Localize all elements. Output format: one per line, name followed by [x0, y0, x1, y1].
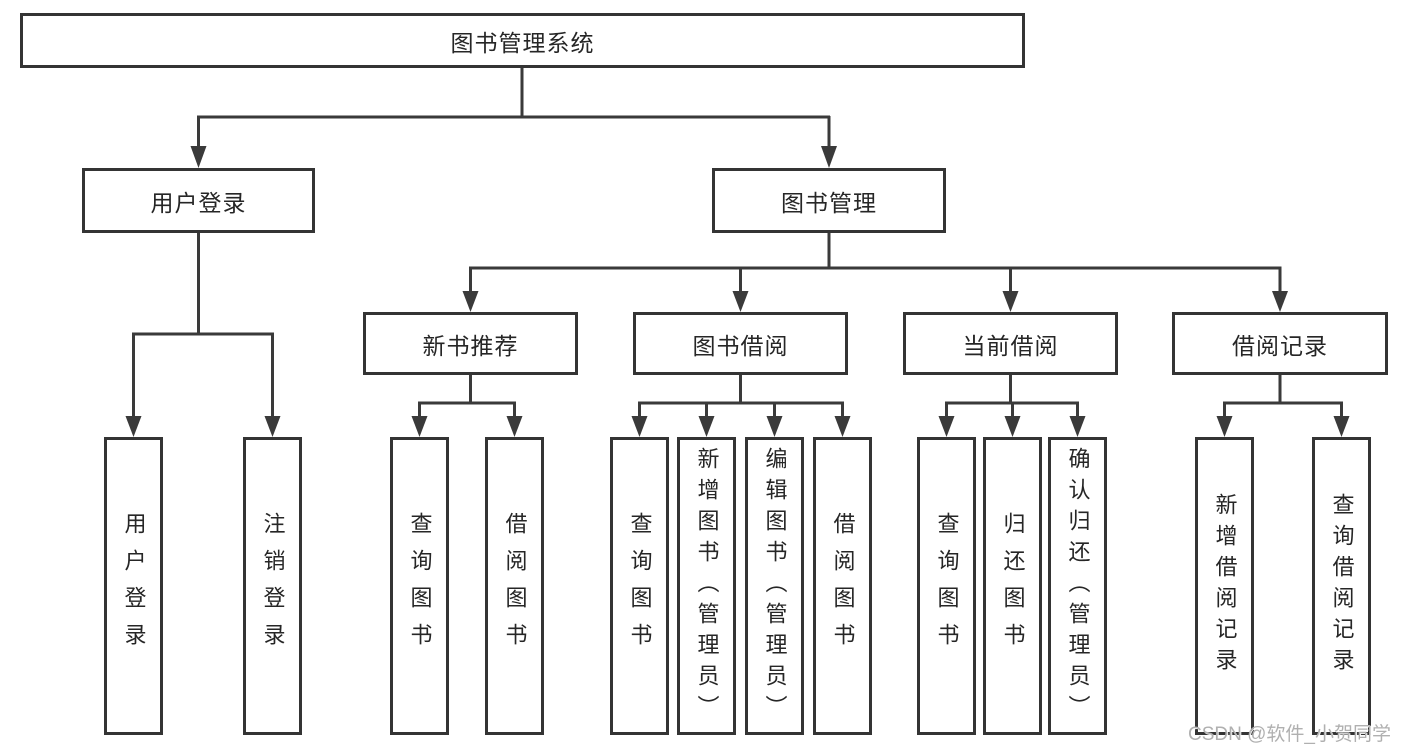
- node-leaf-query-books-recommend-label: 查询图书: [407, 512, 433, 660]
- node-borrow-records: 借阅记录: [1172, 312, 1388, 375]
- node-user-login: 用户登录: [82, 168, 315, 233]
- node-root: 图书管理系统: [20, 13, 1025, 68]
- node-leaf-return-books: 归还图书: [983, 437, 1042, 735]
- node-leaf-confirm-return-admin: 确认归还（管理员）: [1048, 437, 1107, 735]
- node-leaf-add-borrow-record-label: 新增借阅记录: [1212, 493, 1238, 679]
- node-leaf-edit-book-admin: 编辑图书（管理员）: [745, 437, 804, 735]
- node-leaf-query-books-current-label: 查询图书: [934, 512, 960, 660]
- node-leaf-logout: 注销登录: [243, 437, 302, 735]
- node-leaf-user-login-label: 用户登录: [121, 512, 147, 660]
- node-leaf-borrow-books-label: 借阅图书: [830, 512, 856, 660]
- node-book-borrow: 图书借阅: [633, 312, 848, 375]
- node-leaf-add-book-admin-label: 新增图书（管理员）: [694, 446, 720, 726]
- node-leaf-borrow-books: 借阅图书: [813, 437, 872, 735]
- node-current-borrow-label: 当前借阅: [962, 332, 1059, 359]
- node-leaf-query-books-current: 查询图书: [917, 437, 976, 735]
- node-leaf-borrow-books-recommend-label: 借阅图书: [502, 512, 528, 660]
- node-leaf-query-borrow-record: 查询借阅记录: [1312, 437, 1371, 735]
- node-new-book-recommend-label: 新书推荐: [422, 332, 519, 359]
- node-leaf-logout-label: 注销登录: [260, 512, 286, 660]
- arrowheads: [125, 146, 1350, 437]
- node-leaf-borrow-books-recommend: 借阅图书: [485, 437, 544, 735]
- connector-paths: [132, 66, 1343, 418]
- node-borrow-records-label: 借阅记录: [1232, 332, 1328, 359]
- csdn-watermark: CSDN @软件_小贺同学: [1188, 724, 1391, 745]
- node-leaf-confirm-return-admin-label: 确认归还（管理员）: [1065, 446, 1091, 726]
- node-root-label: 图书管理系统: [450, 29, 595, 56]
- node-leaf-user-login: 用户登录: [104, 437, 163, 735]
- node-leaf-query-books-recommend: 查询图书: [390, 437, 449, 735]
- node-user-login-label: 用户登录: [150, 189, 247, 216]
- node-book-management-label: 图书管理: [781, 189, 877, 216]
- node-leaf-add-book-admin: 新增图书（管理员）: [677, 437, 736, 735]
- node-leaf-query-books-borrow-label: 查询图书: [627, 512, 653, 660]
- node-book-management: 图书管理: [712, 168, 946, 233]
- node-leaf-query-books-borrow: 查询图书: [610, 437, 669, 735]
- node-leaf-edit-book-admin-label: 编辑图书（管理员）: [762, 446, 788, 726]
- node-current-borrow: 当前借阅: [903, 312, 1118, 375]
- node-book-borrow-label: 图书借阅: [692, 332, 789, 359]
- node-new-book-recommend: 新书推荐: [363, 312, 578, 375]
- node-leaf-query-borrow-record-label: 查询借阅记录: [1329, 493, 1355, 679]
- node-leaf-add-borrow-record: 新增借阅记录: [1195, 437, 1254, 735]
- node-leaf-return-books-label: 归还图书: [1000, 512, 1026, 660]
